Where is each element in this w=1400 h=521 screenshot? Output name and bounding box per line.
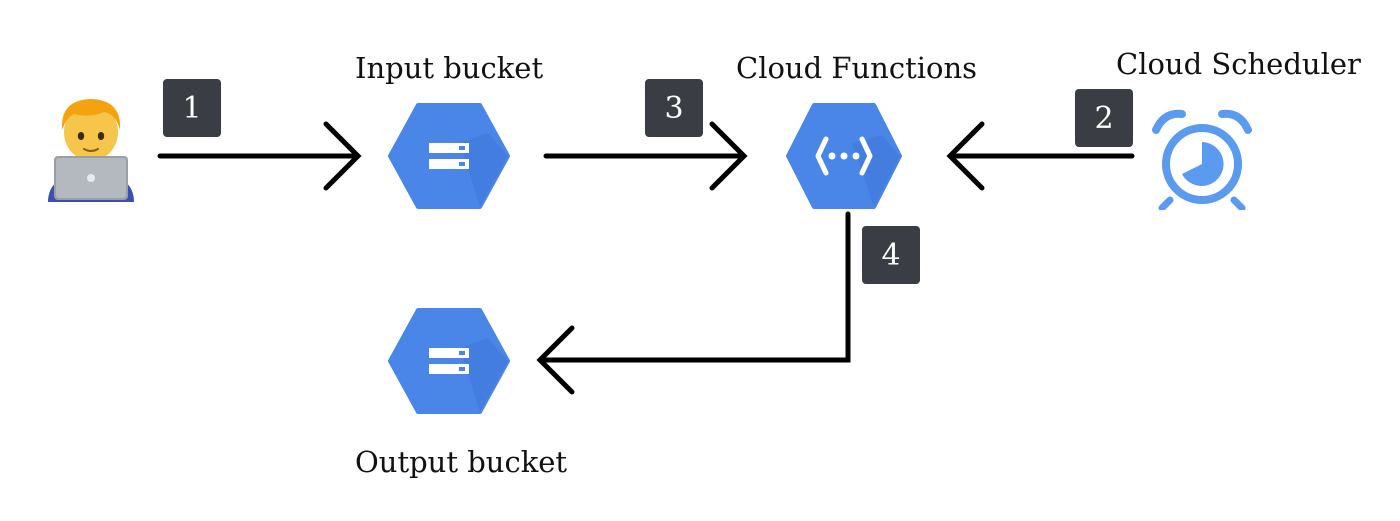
- output-bucket-icon: [388, 308, 510, 414]
- step-3-badge: 3: [645, 79, 703, 137]
- cloud-scheduler-label: Cloud Scheduler: [1116, 47, 1361, 81]
- alarm-clock-icon: [1152, 109, 1252, 210]
- arrow-input-bucket-to-cloud-functions: [543, 121, 748, 191]
- input-bucket-label: Input bucket: [355, 51, 544, 85]
- person-with-laptop-icon: [48, 99, 134, 202]
- step-4-badge: 4: [862, 226, 920, 284]
- input-bucket-icon: [388, 103, 510, 209]
- arrow-scheduler-to-cloud-functions: [946, 121, 1135, 191]
- cloud-functions-icon: [786, 103, 902, 209]
- cloud-functions-label: Cloud Functions: [736, 51, 978, 85]
- output-bucket-label: Output bucket: [355, 445, 568, 479]
- step-1-badge: 1: [163, 79, 221, 137]
- arrow-cloud-functions-to-output-bucket: [536, 211, 851, 395]
- step-2-badge: 2: [1075, 89, 1133, 147]
- arrow-user-to-input-bucket: [157, 121, 362, 191]
